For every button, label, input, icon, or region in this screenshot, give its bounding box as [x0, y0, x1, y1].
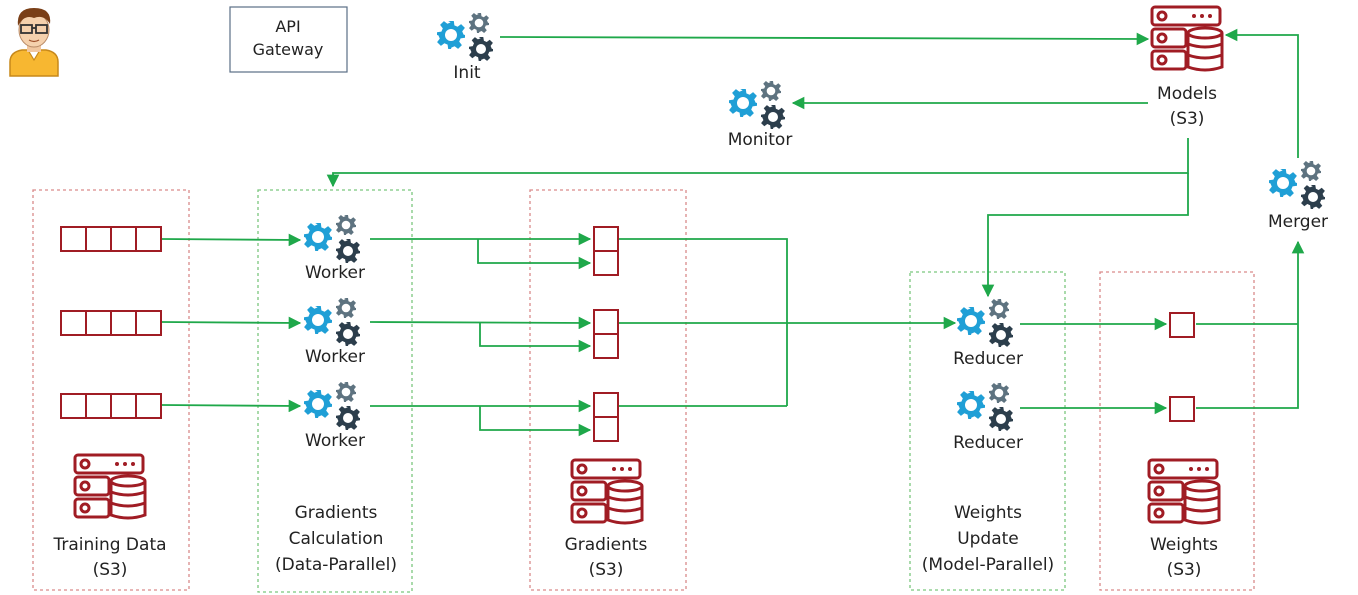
monitor-label: Monitor: [728, 130, 793, 150]
api-gateway-box: [229, 6, 348, 73]
training-data-label-line1: Training Data: [52, 535, 166, 555]
gradients-stage-box: [529, 189, 687, 591]
arrow-queue1-to-worker1: [161, 233, 302, 247]
training-data-storage-icon: [73, 453, 147, 520]
weight-cell-1: [1169, 312, 1195, 338]
weight-cell-2: [1169, 396, 1195, 422]
user-avatar-icon: [9, 8, 59, 77]
reducer-2-label: Reducer: [953, 433, 1023, 453]
gradients-label-line2: (S3): [589, 560, 624, 580]
worker-2-label: Worker: [305, 347, 365, 367]
models-label-line1: Models: [1157, 84, 1217, 104]
arrow-worker1-to-grad1-bottom: [477, 239, 592, 270]
arrow-grad1-out: [618, 238, 788, 406]
training-data-label-line2: (S3): [93, 560, 128, 580]
worker-2-gears-icon: [304, 298, 360, 346]
weights-label-line2: (S3): [1167, 560, 1202, 580]
arrow-worker3-to-grad3-bottom: [479, 406, 592, 437]
weights-update-label-line3: (Model-Parallel): [922, 555, 1054, 575]
gradients-calc-label-line3: (Data-Parallel): [275, 555, 397, 575]
arrow-queue3-to-worker3: [161, 399, 302, 413]
worker-3-gears-icon: [304, 382, 360, 430]
arrow-weights-to-merger: [1196, 240, 1305, 409]
training-data-queue-2: [60, 310, 162, 336]
gradients-calc-label-line1: Gradients: [295, 503, 378, 523]
training-data-stage-box: [32, 189, 190, 591]
arrow-init-to-models: [499, 32, 1150, 46]
gradient-cell-2: [593, 309, 619, 359]
arrow-models-to-workers: [326, 138, 1189, 188]
weights-stage-box: [1099, 271, 1255, 591]
gradient-cell-1: [593, 226, 619, 276]
api-gateway-label-line1: API: [275, 17, 300, 36]
worker-3-label: Worker: [305, 431, 365, 451]
worker-1-gears-icon: [304, 215, 360, 263]
arrow-worker2-to-grad2-bottom: [479, 323, 592, 353]
arrow-merger-to-models: [1224, 28, 1299, 158]
init-label: Init: [453, 63, 481, 83]
weights-update-label-line2: Update: [957, 529, 1019, 549]
training-data-queue-1: [60, 226, 162, 252]
reducer-1-gears-icon: [957, 299, 1013, 347]
reducer-1-label: Reducer: [953, 349, 1023, 369]
monitor-gears-icon: [729, 81, 785, 129]
api-gateway-label-line2: Gateway: [253, 40, 324, 59]
weights-update-label-line1: Weights: [954, 503, 1022, 523]
training-data-queue-3: [60, 393, 162, 419]
reducer-2-gears-icon: [957, 383, 1013, 431]
merger-label: Merger: [1268, 212, 1328, 232]
weights-update-stage-box: [909, 271, 1066, 591]
weights-label-line1: Weights: [1150, 535, 1218, 555]
weights-storage-icon: [1147, 458, 1221, 525]
models-storage-icon: [1150, 5, 1224, 72]
gradients-calculation-stage-box: [257, 189, 413, 593]
gradient-cell-3: [593, 392, 619, 442]
arrow-queue2-to-worker2: [161, 316, 302, 330]
gradients-calc-label-line2: Calculation: [289, 529, 384, 549]
merger-gears-icon: [1269, 161, 1325, 209]
gradients-label-line1: Gradients: [565, 535, 648, 555]
gradients-storage-icon: [570, 458, 644, 525]
worker-1-label: Worker: [305, 263, 365, 283]
arrow-worker2-to-grad2-top: [369, 316, 592, 330]
models-label-line2: (S3): [1170, 109, 1205, 129]
init-gears-icon: [437, 13, 493, 61]
flow-arrows: [161, 28, 1305, 437]
arrow-models-to-reducer: [981, 173, 1189, 298]
